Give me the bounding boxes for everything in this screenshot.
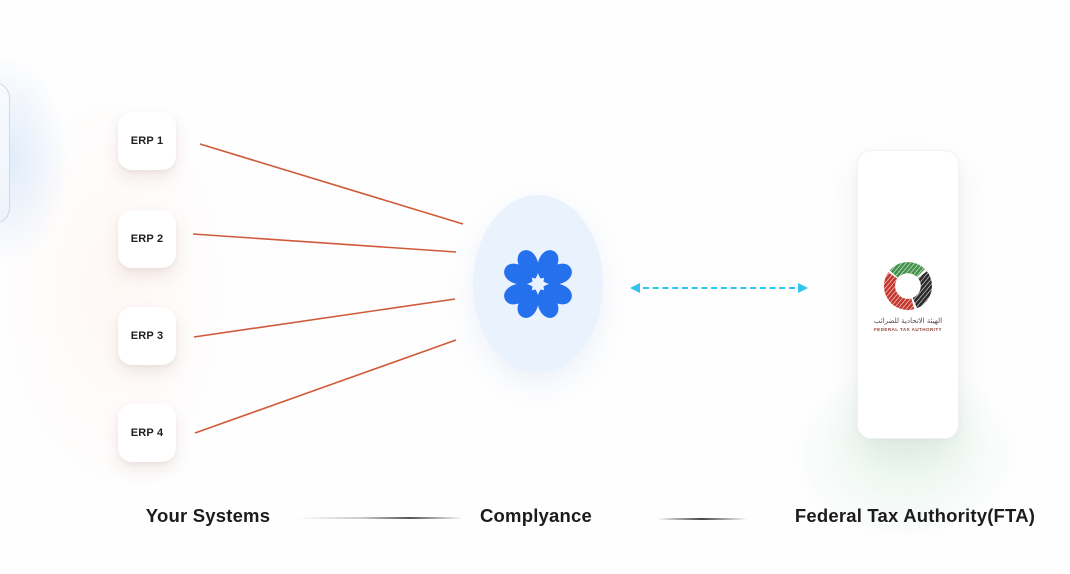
erp-node-1-label: ERP 1 xyxy=(130,135,164,147)
erp4-line xyxy=(194,339,457,434)
erp-node-2-label: ERP 2 xyxy=(130,233,164,245)
erp2-line xyxy=(192,233,457,253)
fta-arabic-name: الهيئة الاتحادية للضرائب xyxy=(873,317,943,326)
arrow-left-icon xyxy=(630,283,640,293)
arrow-right-icon xyxy=(798,283,808,293)
erp-node-4-label: ERP 4 xyxy=(130,427,164,439)
erp-node-1: ERP 1 xyxy=(94,88,200,194)
erp3-line xyxy=(193,298,456,338)
fta-card: الهيئة الاتحادية للضرائب FEDERAL TAX AUT… xyxy=(857,150,959,439)
complyance-node xyxy=(473,195,603,373)
erp1-line xyxy=(199,143,464,225)
complyance-asterisk-logo-icon xyxy=(504,250,572,318)
your-systems-label: Your Systems xyxy=(145,505,271,526)
federal-tax-authority-label: Federal Tax Authority(FTA) xyxy=(794,505,1036,526)
sync-arrow xyxy=(630,280,808,296)
erp-node-2: ERP 2 xyxy=(94,186,200,292)
arrow-dashed-line xyxy=(643,287,795,289)
complyance-label: Complyance xyxy=(479,505,593,526)
erp-node-3: ERP 3 xyxy=(94,283,200,389)
erp-node-3-label: ERP 3 xyxy=(130,330,164,342)
fta-ring-logo-icon xyxy=(884,262,932,311)
footer-divider-left xyxy=(297,517,463,519)
fta-english-name: FEDERAL TAX AUTHORITY xyxy=(873,326,943,332)
erp-node-4: ERP 4 xyxy=(94,380,200,486)
footer-divider-right xyxy=(657,518,747,520)
